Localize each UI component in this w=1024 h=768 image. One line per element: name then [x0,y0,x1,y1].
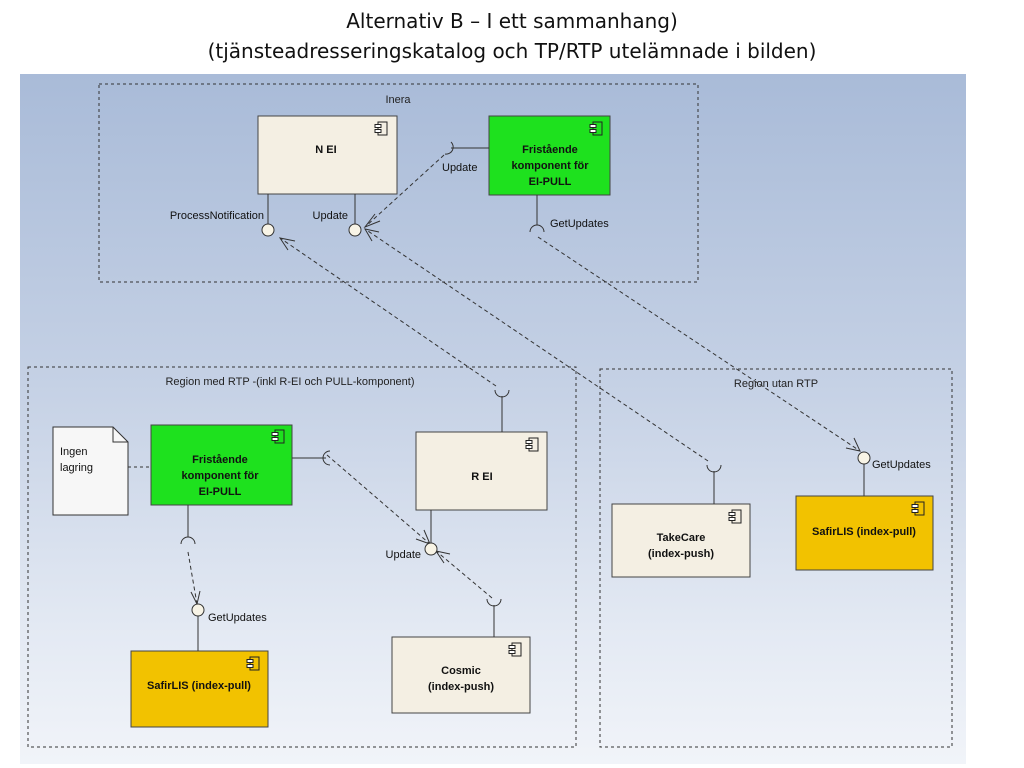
slide-title: Alternativ B – I ett sammanhang) (tjänst… [0,6,1024,66]
title-line-1: Alternativ B – I ett sammanhang) [346,9,678,33]
note-ingen-lagring: Ingen lagring [52,426,151,516]
socket-rei [494,389,510,398]
socket-fk-region-getupdates [180,536,196,545]
inera-container: Inera [98,83,699,283]
cosmic-line-2: (index-push) [428,681,494,693]
fk-inera-line-1: Fristående [522,144,578,156]
component-fristaende-inera[interactable]: Fristående komponent för EI-PULL [488,115,611,196]
label-update-fk: Update [442,162,477,174]
socket-takecare [706,464,722,473]
arrow-fk-to-nei-update [363,154,445,229]
component-diagram: Inera Region med RTP -(inkl R-EI och PUL… [27,83,953,748]
takecare-line-2: (index-push) [648,548,714,560]
required-sockets [180,141,722,607]
region-no-rtp-label: Region utan RTP [734,378,818,390]
diagram-canvas: Inera Region med RTP -(inkl R-EI och PUL… [20,74,966,764]
dependency-arrows [187,154,861,606]
component-nei[interactable]: N EI [257,115,398,195]
title-line-2: (tjänsteadresseringskatalog och TP/RTP u… [207,39,817,63]
fk-region-line-3: EI-PULL [199,486,242,498]
connector-lines [187,147,865,651]
arrow-cosmic-to-rei-update [434,550,493,599]
interface-update-nei [348,223,362,237]
nei-label: N EI [315,144,336,156]
fk-inera-line-3: EI-PULL [529,176,572,188]
safir-right-label: SafirLIS (index-pull) [812,526,916,538]
label-getupdates-region: GetUpdates [208,612,267,624]
socket-fk-inera-update [444,141,454,155]
label-process-notification: ProcessNotification [170,210,264,222]
region-rtp-label: Region med RTP -(inkl R-EI och PULL-komp… [165,376,414,388]
arrow-fk-region-to-rei-update [326,454,431,545]
inera-label: Inera [385,94,411,106]
takecare-line-1: TakeCare [657,532,706,544]
safir-left-label: SafirLIS (index-pull) [147,680,251,692]
component-fristaende-region[interactable]: Fristående komponent för EI-PULL [150,424,293,506]
socket-cosmic [486,598,502,607]
interface-getupdates-region [191,603,205,617]
label-update-rei: Update [386,549,421,561]
component-safirlis-right[interactable]: SafirLIS (index-pull) [795,495,934,571]
component-safirlis-left[interactable]: SafirLIS (index-pull) [130,650,269,728]
arrow-rei-to-process-notification [278,237,497,387]
arrow-fk-to-right-getupdates [537,236,861,452]
fk-region-line-1: Fristående [192,454,248,466]
arrow-takecare-to-nei-update [363,228,709,462]
rei-label: R EI [471,471,492,483]
label-update-nei: Update [313,210,348,222]
fk-inera-line-2: komponent för [512,160,590,172]
component-takecare[interactable]: TakeCare (index-push) [611,503,751,578]
label-getupdates-fk: GetUpdates [550,218,609,230]
socket-fk-region-update-arc [322,450,331,466]
region-rtp-container: Region med RTP -(inkl R-EI och PULL-komp… [27,366,577,748]
component-rei[interactable]: R EI [415,431,548,511]
fk-region-line-2: komponent för [182,470,260,482]
note-line-2: lagring [60,462,93,474]
interface-update-rei [424,542,438,556]
socket-fk-inera-getupdates [529,224,545,233]
arrow-fk-region-to-getupdates [187,551,201,606]
interface-getupdates-right [857,451,871,465]
cosmic-line-1: Cosmic [441,665,481,677]
interface-process-notification [261,223,275,237]
component-cosmic[interactable]: Cosmic (index-push) [391,636,531,714]
note-line-1: Ingen [60,446,88,458]
label-getupdates-right: GetUpdates [872,459,931,471]
